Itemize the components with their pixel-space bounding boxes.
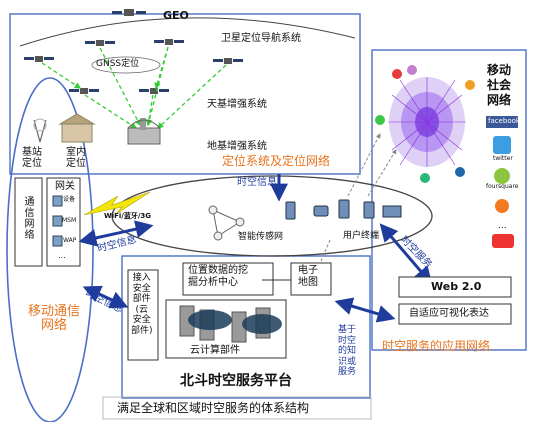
knowledge-service-label: 基于 时空 的知 识或 服务 [338, 325, 357, 378]
gateway-item-1: 设备 [63, 196, 76, 203]
satellite-icon-1 [24, 56, 54, 62]
user-terminal-label: 用户终端 [343, 231, 380, 241]
foursquare-text: foursquare [486, 183, 519, 190]
beidou-platform-label: 北斗时空服务平台 [180, 373, 292, 389]
cloud-components-label: 云计算部件 [190, 345, 240, 356]
positioning-systems-label: 定位系统及定位网络 [222, 154, 331, 168]
satellite-nav-label: 卫星定位导航系统 [221, 33, 301, 44]
mobile-comm-ellipse [6, 77, 94, 422]
location-mining-box [182, 262, 274, 296]
comm-network-box [14, 177, 43, 267]
app-network-label: 时空服务的应用网络 [382, 339, 491, 353]
adaptive-vis-box [398, 303, 512, 325]
gnss-label: GNSS定位 [96, 59, 140, 69]
emap-label: 电子 地图 [298, 265, 318, 288]
gateway-devices [52, 195, 63, 247]
positioning-frame [9, 13, 361, 175]
spatiotemporal-info-top: 时空信息 [237, 177, 277, 188]
twitter-logo [493, 136, 511, 154]
mobile-comm-label: 移动通信 网络 [28, 304, 81, 334]
base-station-label: 基站 定位 [22, 147, 42, 169]
gateway-label: 网关 [55, 181, 75, 192]
satellite-icon-6 [139, 88, 169, 94]
social-app-icon-2 [492, 234, 514, 248]
ground-aug-label: 地基增强系统 [207, 141, 267, 152]
sensor-net-label: 智能传感网 [238, 232, 284, 242]
social-links [388, 77, 466, 167]
indoor-label: 室内 定位 [66, 147, 86, 169]
wifi-label: WiFi/蓝牙/3G [104, 212, 152, 220]
caption-label: 满足全球和区域时空服务的体系结构 [117, 401, 310, 415]
user-avatars [375, 65, 475, 183]
gnss-ellipse [91, 56, 161, 74]
social-ellipsis: ... [498, 221, 507, 231]
gateway-item-4: ... [58, 251, 66, 260]
satellite-icon-2 [85, 40, 115, 46]
mobile-social-label: 移动 社会 网络 [487, 63, 512, 107]
access-security-label: 接入 安全 部件 (云 安全 部件) [131, 273, 153, 337]
geo-orbit [19, 17, 356, 47]
geo-label: GEO [163, 9, 189, 22]
building-icon [58, 113, 96, 143]
access-security-box [127, 269, 159, 361]
ground-station-icon [127, 118, 161, 145]
space-aug-label: 天基增强系统 [207, 99, 267, 110]
emap-box [290, 262, 332, 296]
adaptive-vis-label: 自适应可视化表达 [409, 308, 489, 319]
web20-label: Web 2.0 [431, 280, 482, 293]
sensor-network-icon [208, 205, 245, 241]
social-network-frame [371, 49, 527, 351]
foursquare-logo [494, 168, 510, 184]
sensor-ellipse [111, 175, 433, 257]
location-mining-label: 位置数据的挖 掘分析中心 [188, 265, 248, 288]
social-app-icon [495, 199, 509, 213]
satellite-icon-4 [213, 58, 243, 64]
facebook-logo [486, 116, 518, 128]
facebook-text: facebook [488, 117, 520, 125]
signal-links [41, 46, 227, 129]
cloud-icons [188, 310, 282, 334]
flow-arrows [78, 174, 433, 323]
satellite-icon-geo [112, 9, 146, 16]
user-devices-icon [285, 199, 402, 220]
cell-tower-icon [33, 118, 47, 143]
comm-network-label: 通信网络 [22, 196, 33, 240]
gateway-item-2: MSM [62, 217, 77, 224]
twitter-text: twitter [493, 155, 513, 162]
satellite-icon-5 [69, 88, 99, 94]
caption-frame [102, 396, 372, 420]
gateway-item-3: WAP [63, 237, 77, 244]
wireless-bolt-icon [83, 191, 151, 216]
satellite-icon-3 [154, 39, 184, 45]
web20-box [398, 276, 512, 298]
